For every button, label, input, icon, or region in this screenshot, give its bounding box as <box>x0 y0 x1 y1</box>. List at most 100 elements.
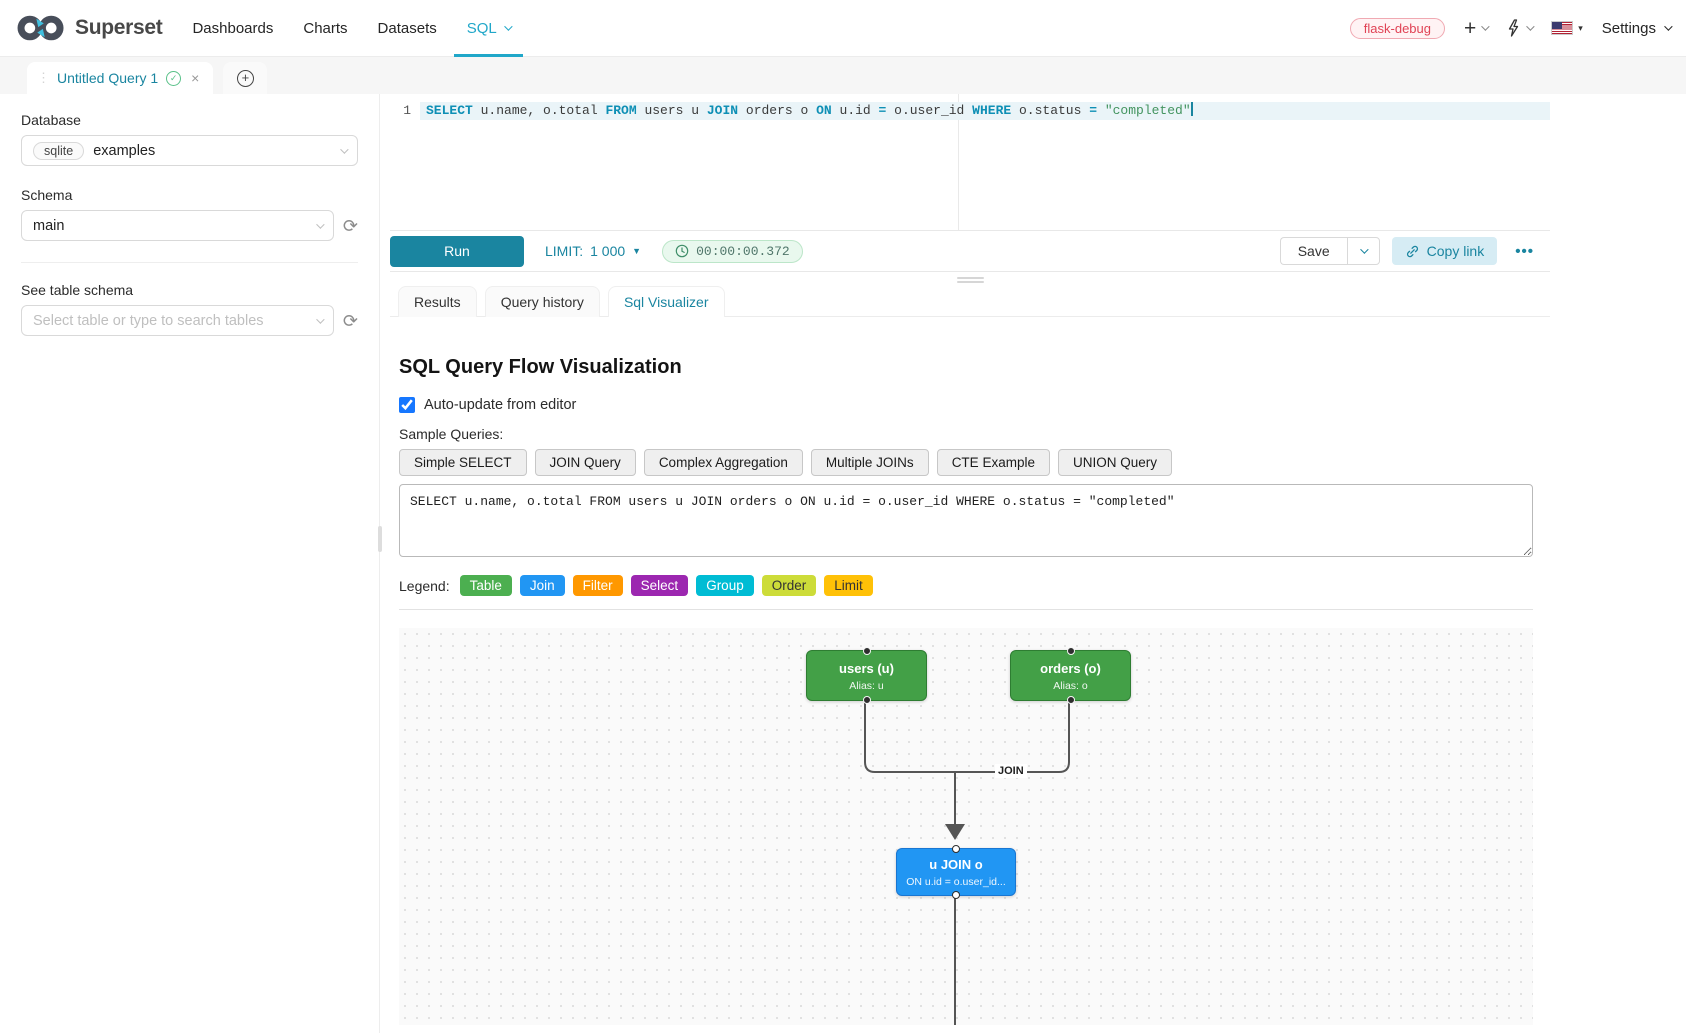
sample-join-query-button[interactable]: JOIN Query <box>534 449 636 476</box>
legend-join-badge: Join <box>519 575 565 596</box>
sample-multiple-joins-button[interactable]: Multiple JOINs <box>810 449 929 476</box>
node-handle[interactable] <box>1066 696 1075 704</box>
legend-order-badge: Order <box>761 575 817 596</box>
refresh-tables-icon[interactable]: ⟳ <box>342 310 358 331</box>
tab-query-history[interactable]: Query history <box>484 286 600 317</box>
flow-edges <box>864 701 1070 1025</box>
sql-input-textarea[interactable]: SELECT u.name, o.total FROM users u JOIN… <box>399 484 1533 557</box>
node-subtitle: ON u.id = o.user_id... <box>906 876 1006 888</box>
query-timer: 00:00:00.372 <box>662 239 803 263</box>
sidebar-resize-handle[interactable] <box>378 526 382 552</box>
infinity-logo-icon <box>17 15 64 41</box>
page-title: SQL Query Flow Visualization <box>399 356 682 378</box>
language-picker[interactable]: ▾ <box>1551 21 1583 35</box>
caret-down-icon: ▾ <box>1578 22 1583 33</box>
superset-logo[interactable]: Superset <box>15 14 163 42</box>
copy-link-button[interactable]: Copy link <box>1391 237 1498 265</box>
limit-dropdown[interactable]: LIMIT: 1 000 ▼ <box>545 243 641 259</box>
schema-select[interactable]: main <box>21 210 334 241</box>
node-subtitle: Alias: o <box>1053 680 1088 692</box>
link-icon <box>1406 245 1418 257</box>
sidebar-divider <box>21 262 358 263</box>
save-dropdown-button[interactable] <box>1346 237 1380 265</box>
tab-results[interactable]: Results <box>398 286 477 317</box>
node-title: orders (o) <box>1040 661 1101 676</box>
nav-sql[interactable]: SQL <box>453 0 523 57</box>
node-handle[interactable] <box>862 696 871 704</box>
clock-icon <box>675 244 689 258</box>
database-label: Database <box>21 112 81 128</box>
chevron-down-icon <box>1481 22 1490 31</box>
code-line-1: 1 SELECT u.name, o.total FROM users u JO… <box>390 102 1550 120</box>
more-menu-button[interactable]: ••• <box>1515 242 1534 260</box>
node-handle[interactable] <box>862 647 871 655</box>
node-handle[interactable] <box>952 891 960 899</box>
nav-sql-label: SQL <box>466 19 497 37</box>
legend: Legend: Table Join Filter Select Group O… <box>399 575 1550 596</box>
table-select[interactable]: Select table or type to search tables <box>21 305 334 336</box>
chevron-down-icon <box>1526 22 1535 31</box>
refresh-schema-icon[interactable]: ⟳ <box>342 215 358 236</box>
sample-query-buttons: Simple SELECT JOIN Query Complex Aggrega… <box>399 449 1550 476</box>
node-handle[interactable] <box>952 845 960 853</box>
drag-handle-icon[interactable]: ⋮ <box>37 70 50 85</box>
chevron-down-icon <box>316 219 325 229</box>
result-tabs: Results Query history Sql Visualizer <box>390 286 1550 317</box>
save-button[interactable]: Save <box>1279 237 1347 265</box>
pane-resize-handle[interactable] <box>956 277 984 283</box>
nav-charts[interactable]: Charts <box>303 19 348 37</box>
flow-node-users[interactable]: users (u) Alias: u <box>806 647 927 704</box>
database-select[interactable]: sqlite examples <box>21 135 358 166</box>
sample-simple-select-button[interactable]: Simple SELECT <box>399 449 527 476</box>
add-query-tab[interactable]: + <box>223 62 268 94</box>
main-area: Database sqlite examples Schema main ⟳ S… <box>0 94 1686 1033</box>
copy-link-label: Copy link <box>1426 243 1485 259</box>
environment-tag: flask-debug <box>1349 17 1445 39</box>
limit-label: LIMIT: <box>545 243 584 259</box>
limit-value: 1 000 <box>590 243 626 259</box>
auto-update-checkbox[interactable] <box>399 397 415 413</box>
sample-complex-aggregation-button[interactable]: Complex Aggregation <box>643 449 803 476</box>
node-title: users (u) <box>839 661 894 676</box>
node-title: u JOIN o <box>929 857 983 872</box>
tab-sql-visualizer[interactable]: Sql Visualizer <box>607 286 725 317</box>
query-search-menu[interactable] <box>1506 19 1535 37</box>
query-tab-label: Untitled Query 1 <box>57 70 159 86</box>
nav-dashboards[interactable]: Dashboards <box>192 19 274 37</box>
table-select-placeholder: Select table or type to search tables <box>33 312 264 329</box>
sql-code-editor[interactable]: 1 SELECT u.name, o.total FROM users u JO… <box>390 94 1550 230</box>
top-navbar: Superset Dashboards Charts Datasets SQL … <box>0 0 1686 57</box>
chevron-down-icon <box>503 22 513 31</box>
nav-datasets[interactable]: Datasets <box>377 19 437 37</box>
new-item-menu[interactable]: + <box>1464 18 1490 39</box>
chevron-down-icon <box>1360 245 1369 254</box>
close-tab-icon[interactable]: × <box>191 70 200 86</box>
query-flow-canvas[interactable]: users (u) Alias: u orders (o) Alias: o J… <box>399 628 1533 1025</box>
run-button[interactable]: Run <box>390 235 524 267</box>
flow-node-join[interactable]: u JOIN o ON u.id = o.user_id... <box>896 845 1016 899</box>
line-number: 1 <box>390 102 420 120</box>
legend-group-badge: Group <box>696 575 754 596</box>
schema-label: Schema <box>21 187 73 203</box>
sample-queries-label: Sample Queries: <box>399 426 504 442</box>
print-margin-line <box>958 94 959 230</box>
nav-links: Dashboards Charts Datasets SQL <box>192 0 523 57</box>
caret-down-icon: ▼ <box>632 246 642 256</box>
settings-menu[interactable]: Settings <box>1602 20 1673 37</box>
lightning-icon <box>1509 19 1519 37</box>
sample-cte-example-button[interactable]: CTE Example <box>936 449 1050 476</box>
node-handle[interactable] <box>1066 647 1075 655</box>
table-schema-label: See table schema <box>21 282 134 298</box>
chevron-down-icon <box>1664 22 1673 31</box>
legend-filter-badge: Filter <box>572 575 623 596</box>
query-tab-active[interactable]: ⋮ Untitled Query 1 ✓ × <box>27 62 214 94</box>
sample-union-query-button[interactable]: UNION Query <box>1057 449 1172 476</box>
flow-node-orders[interactable]: orders (o) Alias: o <box>1010 647 1131 704</box>
us-flag-icon <box>1551 21 1574 35</box>
section-divider <box>399 609 1533 610</box>
saved-check-icon: ✓ <box>166 70 182 86</box>
database-value: examples <box>93 142 156 159</box>
legend-limit-badge: Limit <box>824 575 873 596</box>
node-subtitle: Alias: u <box>849 680 884 692</box>
sql-line-content: SELECT u.name, o.total FROM users u JOIN… <box>420 102 1550 120</box>
